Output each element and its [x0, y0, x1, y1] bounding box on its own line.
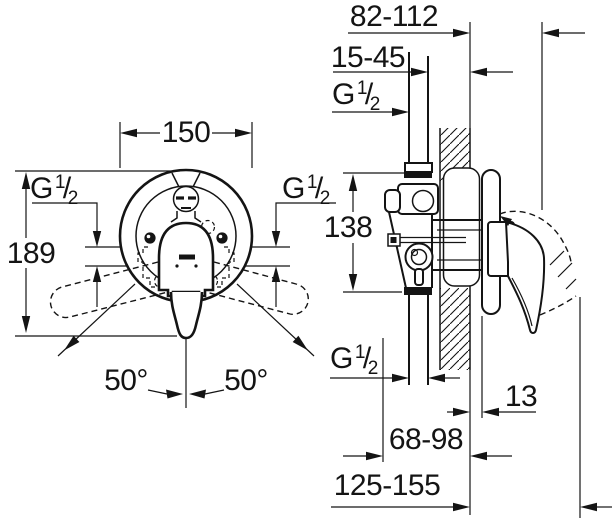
- dim-82-112-label: 82-112: [350, 0, 438, 33]
- angle-arc-tail-left: [147, 389, 168, 395]
- dim-125-155-arrow-left: [580, 502, 597, 512]
- bottom-port-band: [404, 287, 432, 295]
- dim-189-arrow-down: [21, 316, 31, 333]
- dim-68-98-label: 68-98: [389, 423, 463, 456]
- screw-right: [216, 232, 228, 244]
- body-left-stub: [384, 189, 401, 213]
- thread-base: G: [330, 342, 353, 375]
- dim-138-arrow-down: [348, 274, 358, 291]
- dim-13-arrow-right: [453, 407, 470, 417]
- thread-front-right-leader: [275, 202, 336, 233]
- knob-stem: [414, 268, 424, 286]
- thread-front-left-leader: [32, 202, 98, 233]
- fixing-screw-head-center: [390, 237, 397, 243]
- dim-68-98-arrow-right: [366, 451, 383, 461]
- knob-outer: [404, 242, 434, 272]
- dim-82-112-arrow-right: [453, 28, 470, 38]
- thread-front-left-arrow-up: [92, 266, 102, 282]
- thread-num: 1: [307, 172, 317, 193]
- thread-den: 2: [370, 94, 380, 115]
- angle-arc-arrow-right: [189, 389, 206, 399]
- dim-82-112-arrow-left: [542, 28, 559, 38]
- thread-num: 1: [55, 172, 65, 193]
- screw-left-highlight: [146, 234, 151, 239]
- dim-50-left-label: 50°: [104, 364, 148, 397]
- dim-15-45-arrow-right: [411, 67, 428, 77]
- knob-highlight: [410, 248, 419, 257]
- angle-arrow-right: [292, 335, 308, 351]
- thread-num: 1: [357, 78, 367, 99]
- thread-base: G: [282, 172, 305, 205]
- side-view: [384, 52, 577, 385]
- dim-150-label: 150: [162, 116, 211, 149]
- thread-top-arrow: [392, 107, 409, 117]
- mount-steps-left: [137, 246, 158, 288]
- handle-lever-inner-line: [511, 277, 533, 327]
- dim-50-right-label: 50°: [224, 364, 268, 397]
- top-pipe-seal-band: [404, 172, 432, 178]
- top-notch: [171, 172, 201, 188]
- dim-15-45-label: 15-45: [331, 41, 405, 74]
- dim-189-arrow-up: [21, 172, 31, 189]
- dim-125-155-arrow-right: [453, 502, 470, 512]
- top-pipe-union-nut: [404, 162, 433, 173]
- handle-rotated-dashed: [499, 210, 572, 263]
- dome-dot-left: [175, 264, 179, 268]
- dim-150-arrow-right: [235, 128, 252, 138]
- angle-arc-arrow-left: [166, 389, 183, 399]
- thread-den: 2: [320, 188, 330, 209]
- dim-150-arrow-left: [120, 128, 137, 138]
- screw-right-highlight: [218, 234, 223, 239]
- handle-motion-hatches: [549, 250, 577, 290]
- thread-base: G: [30, 172, 53, 205]
- front-view: [49, 168, 309, 340]
- wall-hatch-lower: [440, 288, 470, 370]
- dim-138-label: 138: [324, 211, 373, 244]
- thread-bottom-arrow-left: [428, 373, 445, 383]
- angle-arrow-left: [64, 335, 80, 351]
- body-slanted-edge: [388, 211, 407, 289]
- top-port-circle: [172, 185, 200, 213]
- angle-arc-tail-right: [204, 389, 225, 395]
- thread-num: 1: [355, 342, 365, 363]
- knob-inner: [410, 248, 428, 266]
- thread-slash: /: [365, 78, 374, 111]
- dim-13-arrow-left: [482, 407, 499, 417]
- thread-front-right-arrow-down: [271, 231, 281, 247]
- thread-slash: /: [63, 172, 72, 205]
- dim-125-155-label: 125-155: [334, 469, 441, 502]
- thread-front-left-arrow-down: [92, 231, 102, 247]
- dim-68-98-arrow-left: [470, 451, 487, 461]
- concealed-box-cover: [442, 167, 481, 287]
- dim-138-arrow-up: [348, 174, 358, 191]
- dim-189-label: 189: [7, 237, 56, 270]
- thread-den: 2: [368, 358, 378, 379]
- thread-base: G: [332, 78, 355, 111]
- body-chamber-circle: [411, 189, 435, 213]
- thread-front-right-arrow-up: [271, 266, 281, 282]
- handle-motion-arc: [539, 295, 577, 316]
- thread-bottom-arrow-right: [392, 373, 409, 383]
- thread-slash: /: [363, 342, 372, 375]
- thread-slash: /: [315, 172, 324, 205]
- dome-dot-right: [194, 264, 198, 268]
- top-port-neck: [170, 211, 202, 223]
- dim-13-label: 13: [505, 380, 537, 413]
- mount-steps-right: [214, 246, 235, 288]
- lever-rotated-left: [49, 261, 169, 319]
- handle-motion-arrow: [500, 216, 512, 226]
- screw-left: [144, 232, 156, 244]
- lever-handle-front: [169, 291, 204, 340]
- dim-15-45-arrow-left: [470, 67, 487, 77]
- handle-lever-side: [504, 220, 546, 334]
- thread-den: 2: [68, 188, 78, 209]
